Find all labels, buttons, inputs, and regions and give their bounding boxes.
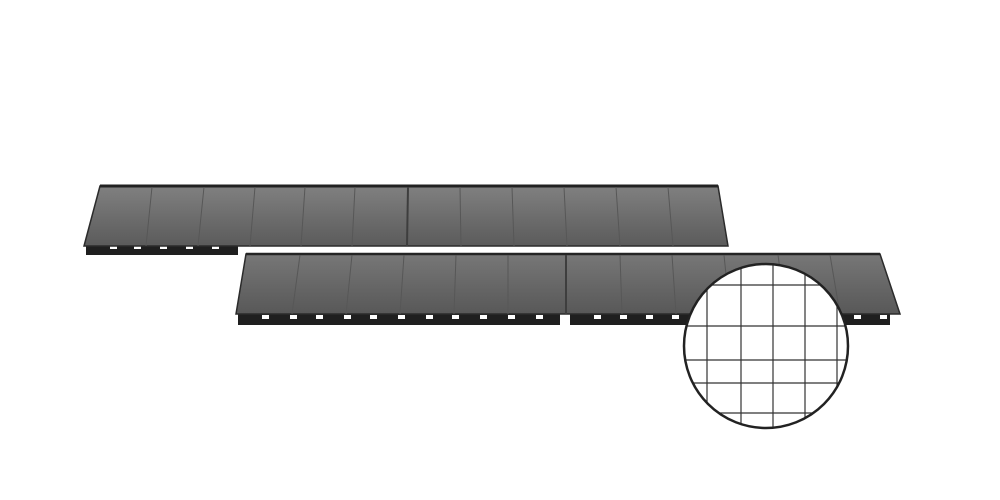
upper-panel-surface [83,185,729,247]
lower-clips [262,315,887,319]
upper-clips [110,245,219,249]
upper-panel-seams [145,186,674,247]
upper-panel-assembly [83,184,729,255]
